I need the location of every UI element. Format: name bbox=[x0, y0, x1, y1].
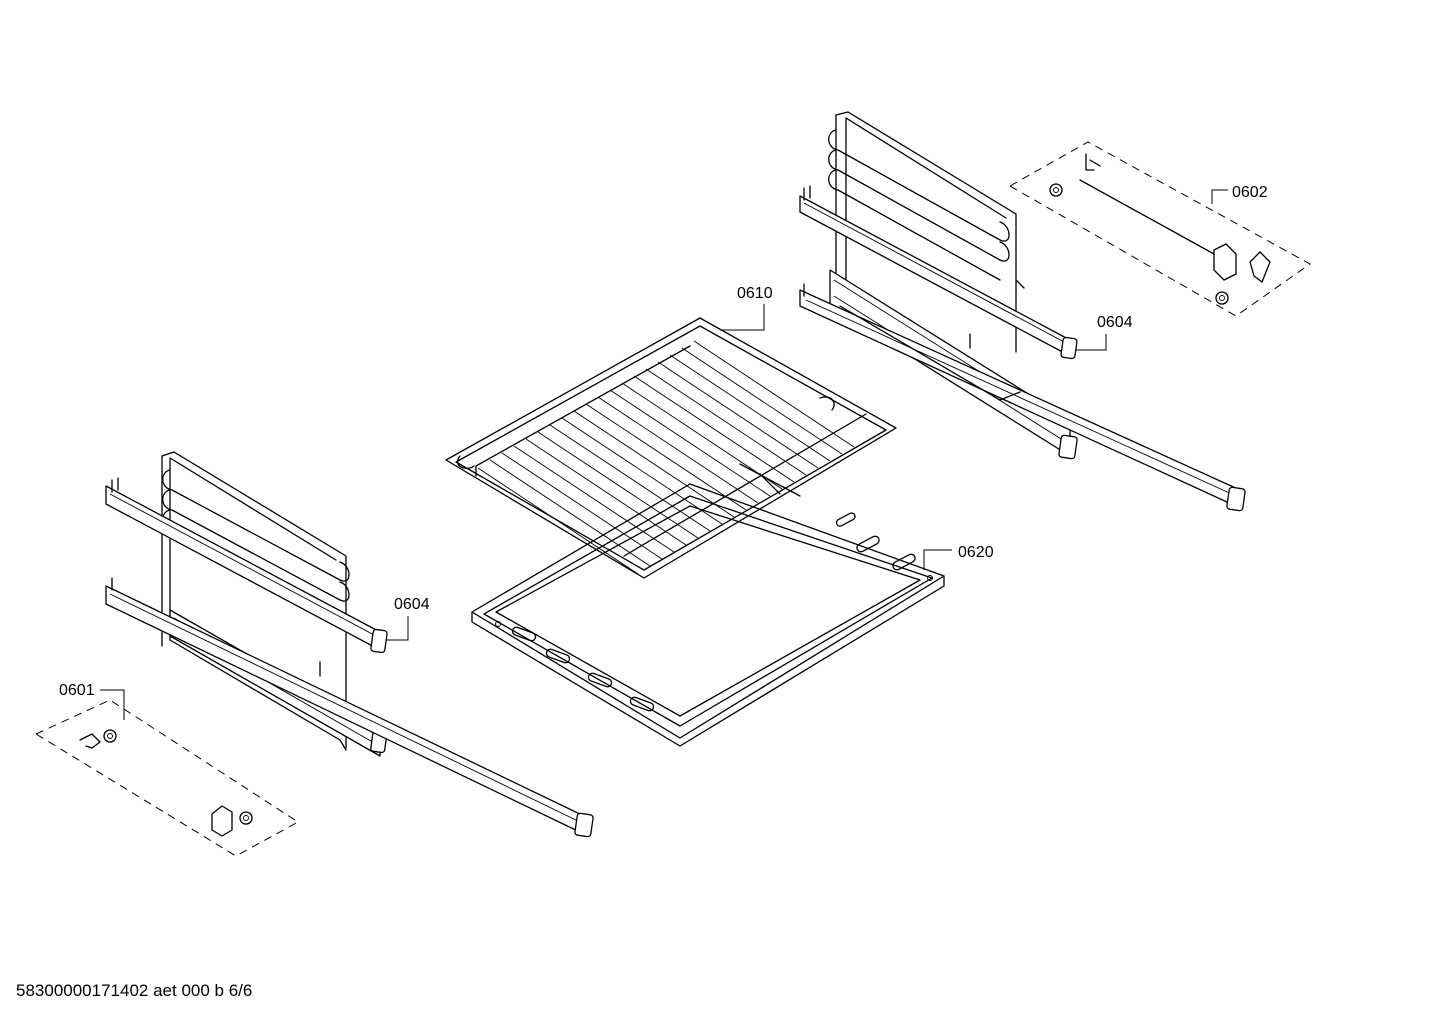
callout-0620: 0620 bbox=[958, 544, 994, 561]
left-fixings-kit bbox=[34, 699, 299, 857]
drawing-code: 58300000171402 aet 000 b 6/6 bbox=[16, 981, 253, 1000]
callout-0602: 0602 bbox=[1232, 184, 1268, 201]
wire-shelf bbox=[445, 317, 897, 579]
callout-leaders bbox=[100, 189, 1228, 720]
left-rail-assembly bbox=[105, 451, 594, 838]
callout-0610: 0610 bbox=[737, 285, 773, 302]
tray-slots bbox=[511, 512, 916, 712]
callout-0601: 0601 bbox=[59, 682, 95, 699]
callout-0604-right: 0604 bbox=[1097, 314, 1133, 331]
right-rail-assembly bbox=[799, 111, 1246, 512]
baking-tray bbox=[471, 483, 945, 747]
shelf-wires bbox=[477, 340, 855, 575]
callout-0604-left: 0604 bbox=[394, 596, 430, 613]
right-fixings-kit bbox=[1008, 141, 1311, 317]
